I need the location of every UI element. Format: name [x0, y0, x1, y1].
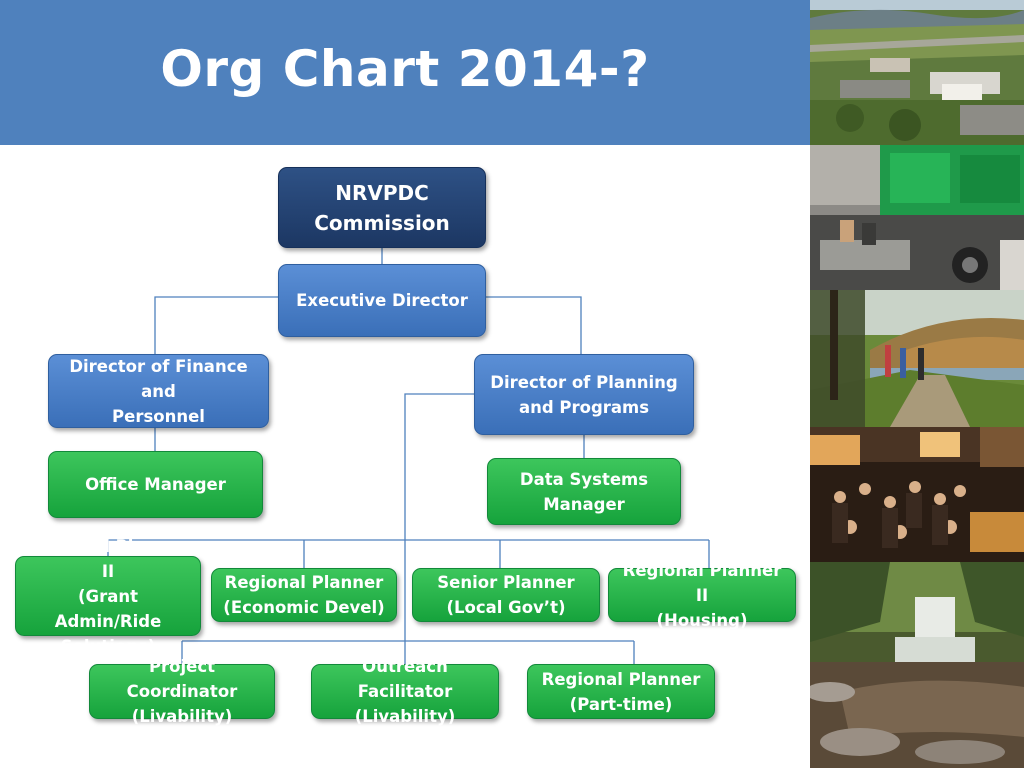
trail-bikers-photo [810, 290, 1024, 427]
night-street-festival-photo [810, 427, 1024, 562]
aerial-campus-photo [810, 0, 1024, 145]
title-banner: Org Chart 2014-? [0, 0, 810, 145]
slide-title: Org Chart 2014-? [160, 40, 650, 98]
senior-planner-box: Senior Planner (Local Gov’t) [412, 568, 600, 622]
photo-strip [810, 0, 1024, 768]
truck-factory-photo [810, 145, 1024, 290]
connector-line [404, 393, 474, 641]
planner-ii-grant-box: Regional Planner II (Grant Admin/Ride So… [15, 537, 201, 656]
commission-box: NRVPDC Commission [278, 167, 486, 248]
connector-line [486, 296, 582, 354]
planner-economic-box: Regional Planner (Economic Devel) [211, 568, 397, 622]
project-coordinator-box: Project Coordinator (Livability) [89, 657, 275, 726]
outreach-facilitator-box: Outreach Facilitator (Livability) [311, 657, 499, 726]
office-manager-box: Office Manager [48, 451, 263, 518]
waterfall-photo [810, 562, 1024, 768]
planner-parttime-box: Regional Planner (Part-time) [527, 664, 715, 719]
planner-ii-housing-box: Regional Planner II (Housing) [608, 561, 796, 630]
connector-line [154, 296, 278, 354]
org-connectors [107, 248, 710, 664]
data-systems-manager-box: Data Systems Manager [487, 458, 681, 525]
director-planning-box: Director of Planning and Programs [474, 354, 694, 435]
director-finance-box: Director of Finance and Personnel [48, 354, 269, 428]
executive-director-box: Executive Director [278, 264, 486, 337]
